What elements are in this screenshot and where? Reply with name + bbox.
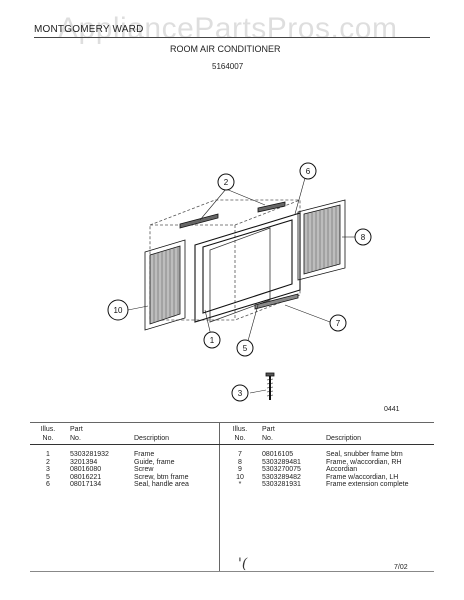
header-illus: Illus.No. [40,426,56,442]
header-illus: Illus.No. [232,426,248,442]
table-top-rule [30,422,434,423]
right-accordion-frame [297,199,346,281]
svg-text:8: 8 [361,233,366,242]
handwritten-mark: '( [238,556,248,572]
callout-6: 6 [299,162,317,180]
callout-5: 5 [236,339,254,357]
callout-8: 8 [354,228,372,246]
table-column-divider [219,422,220,572]
callout-3: 3 [231,384,249,402]
main-frame [194,212,301,323]
svg-text:5: 5 [243,344,248,353]
figure-code: 0441 [384,406,400,413]
exploded-parts-diagram: 2 6 8 10 1 5 7 3 [107,162,372,402]
model-number: 5164007 [212,62,244,71]
frame-guides [179,201,286,229]
revision-date: 7/02 [394,564,408,571]
callouts: 2 6 8 10 1 5 7 3 [107,162,372,402]
callout-7: 7 [329,314,347,332]
bottom-seal [254,293,299,310]
brand-name: MONTGOMERY WARD [34,24,144,35]
bottom-rule [30,571,434,572]
header-rule [34,37,430,38]
table-header-rule [30,444,434,445]
svg-text:6: 6 [306,167,311,176]
svg-text:2: 2 [224,178,229,187]
left-accordion-frame [144,239,186,331]
unit-box [209,227,271,323]
header-description: Description [326,435,362,442]
document-title: ROOM AIR CONDITIONER [170,44,281,54]
screw [265,372,275,400]
callout-1: 1 [203,331,221,349]
watermark: AppliancePartsPros.com [58,12,398,45]
header-description: Description [134,435,170,442]
svg-text:1: 1 [210,336,215,345]
svg-text:7: 7 [336,319,341,328]
svg-text:3: 3 [238,389,243,398]
callout-10: 10 [107,299,129,321]
callout-2: 2 [217,173,235,191]
svg-text:10: 10 [114,306,123,315]
